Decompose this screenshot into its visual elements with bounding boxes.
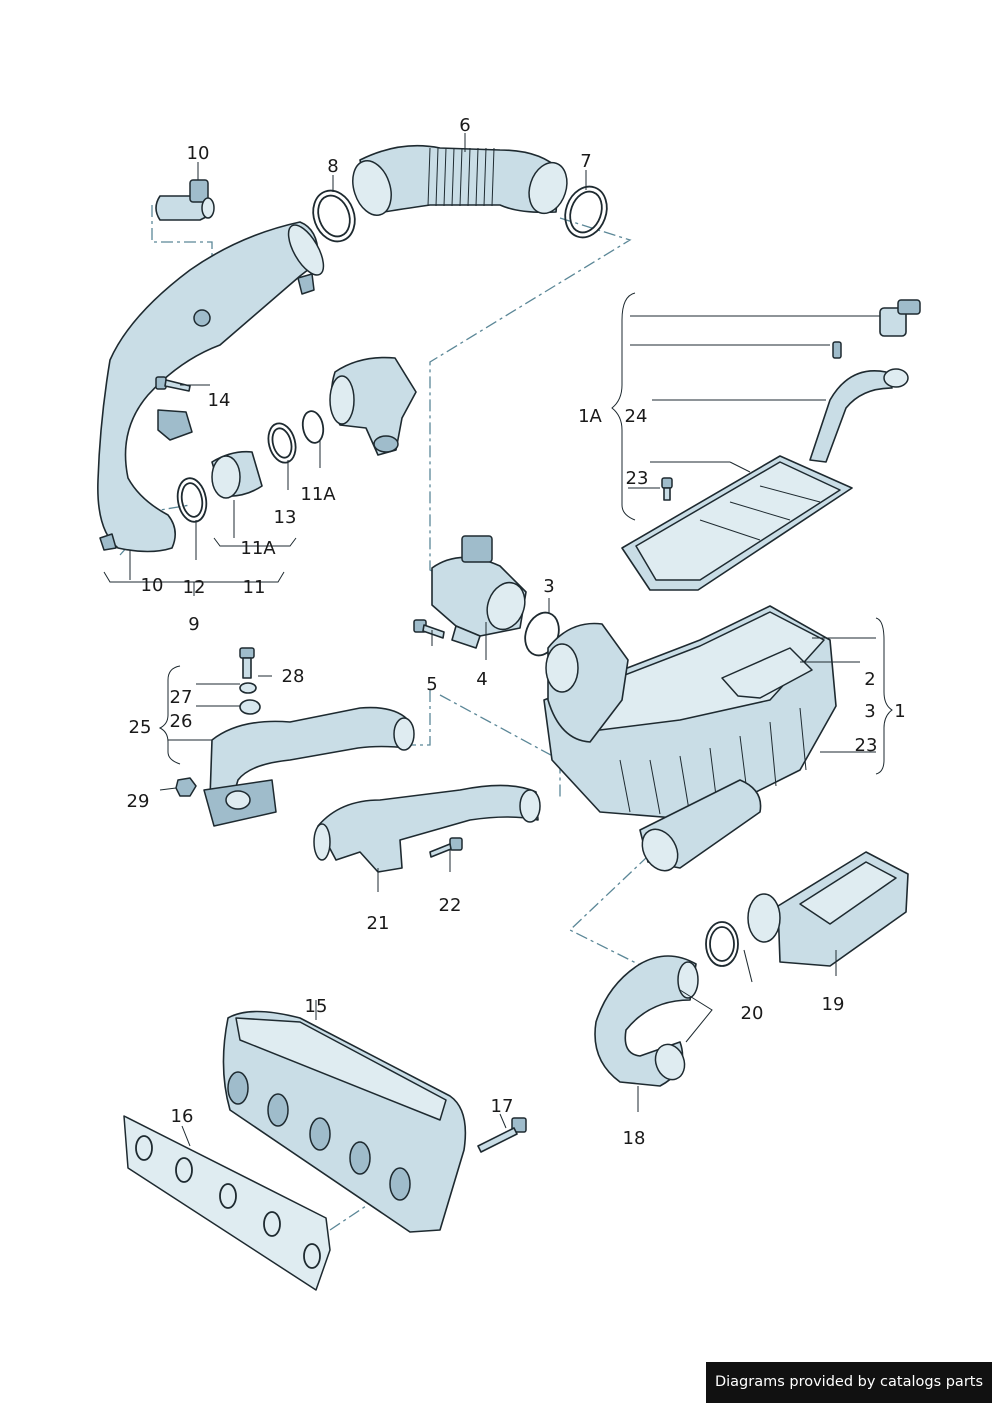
part-25-hose-assembly [203, 706, 415, 827]
callout-1A: 1A [578, 406, 602, 427]
callout-6: 6 [459, 115, 470, 136]
part-15-intake-manifold [222, 1010, 467, 1233]
callout-28: 28 [282, 666, 305, 687]
callout-11: 11 [243, 577, 266, 598]
callout-16: 16 [171, 1106, 194, 1127]
callout-22: 22 [439, 895, 462, 916]
callout-18: 18 [623, 1128, 646, 1149]
callout-labels: 10 6 8 7 14 11A 13 11A 10 12 11 9 1A 24 … [127, 115, 906, 1149]
part-24-breather-hose [809, 368, 909, 463]
attribution-footer: Diagrams provided by catalogs parts [706, 1362, 992, 1403]
part-valve-top [879, 299, 921, 337]
gasket-holes [135, 1135, 321, 1269]
part-26-grommet [239, 699, 261, 715]
part-21-hose [313, 784, 541, 873]
part-23-bolt-upper [661, 477, 673, 501]
part-27-washer [239, 682, 257, 694]
manifold-ports [227, 1071, 411, 1201]
callout-24: 24 [625, 406, 648, 427]
part-screw-small [832, 341, 842, 359]
callout-29: 29 [127, 791, 150, 812]
leader-lines [103, 133, 893, 1147]
callout-26: 26 [170, 711, 193, 732]
part-1A-upper-cover [621, 455, 853, 591]
part-28-bolt [239, 647, 255, 679]
callout-23-upper: 23 [626, 468, 649, 489]
callout-4: 4 [476, 669, 487, 690]
part-6-bellows-ribs [427, 147, 495, 207]
part-6-upper-pipe [352, 144, 568, 216]
callout-1: 1 [894, 701, 905, 722]
callout-9: 9 [188, 614, 199, 635]
callout-19: 19 [822, 994, 845, 1015]
part-19-intake-duct [747, 851, 909, 967]
part-12-clamp [176, 477, 208, 523]
part-11-coupling [211, 450, 263, 499]
callout-3-right: 3 [864, 701, 875, 722]
callout-20: 20 [741, 1003, 764, 1024]
callout-12: 12 [183, 577, 206, 598]
part-20-clamp [705, 921, 739, 967]
callout-25: 25 [129, 717, 152, 738]
part-22-bolt [429, 837, 463, 858]
callout-13: 13 [274, 507, 297, 528]
part-1-air-filter-housing [543, 605, 837, 872]
callout-2: 2 [864, 669, 875, 690]
callout-8: 8 [327, 156, 338, 177]
part-9-charge-hose [97, 221, 325, 553]
callout-11A-lower: 11A [240, 538, 276, 559]
part-10-sensor [155, 179, 215, 221]
part-11A-o-ring [301, 410, 325, 444]
part-13-clamp [267, 422, 297, 464]
part-elbow-housing [329, 356, 417, 456]
part-4-air-mass-meter [431, 535, 527, 649]
part-29-nut [175, 777, 197, 797]
callout-21: 21 [367, 913, 390, 934]
callout-10-top: 10 [187, 143, 210, 164]
callout-3-top: 3 [543, 576, 554, 597]
callout-14: 14 [208, 390, 231, 411]
part-18-elbow-hose [594, 955, 699, 1087]
callout-23-lower: 23 [855, 735, 878, 756]
part-8-clamp [312, 189, 356, 243]
callout-11A-right: 11A [300, 484, 336, 505]
callout-7: 7 [580, 151, 591, 172]
part-7-clamp [564, 185, 608, 239]
callout-5: 5 [426, 674, 437, 695]
part-5-bolt [413, 619, 445, 639]
callout-15: 15 [305, 996, 328, 1017]
part-14-bolt [155, 376, 191, 392]
part-17-bolt [477, 1117, 527, 1153]
callout-10-bottom: 10 [141, 575, 164, 596]
callout-27: 27 [170, 687, 193, 708]
part-16-gasket [123, 1115, 331, 1291]
callout-17: 17 [491, 1096, 514, 1117]
